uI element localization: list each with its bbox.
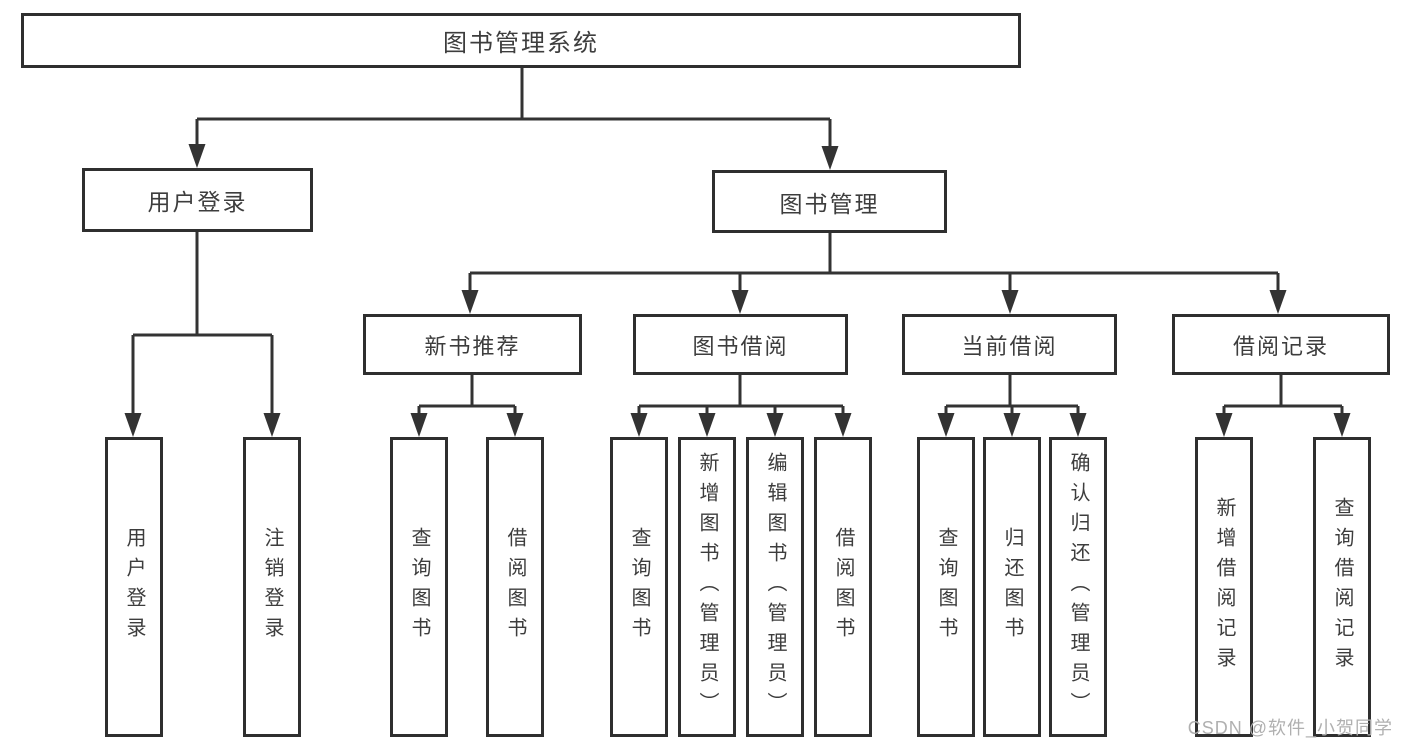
node-leaf-query-books-current: 查询图书 <box>917 437 975 737</box>
connector-current-to-leaves <box>937 375 1087 437</box>
node-borrow-records: 借阅记录 <box>1172 314 1390 375</box>
node-leaf-add-books-admin: 新增图书（管理员） <box>678 437 736 737</box>
connector-root-to-level2 <box>188 68 839 170</box>
node-label: 归还图书 <box>1001 527 1023 647</box>
node-new-book-recommend: 新书推荐 <box>363 314 582 375</box>
connector-userlogin-to-leaves <box>124 232 281 437</box>
node-leaf-confirm-return-admin: 确认归还（管理员） <box>1049 437 1107 737</box>
node-label: 用户登录 <box>147 189 248 215</box>
node-label: 查询借阅记录 <box>1331 497 1353 677</box>
node-leaf-query-books-borrowing: 查询图书 <box>610 437 668 737</box>
node-label: 新增借阅记录 <box>1213 497 1235 677</box>
node-label: 借阅图书 <box>504 527 526 647</box>
node-label: 新增图书（管理员） <box>696 452 718 722</box>
node-leaf-query-books-recommend: 查询图书 <box>390 437 448 737</box>
node-library-system: 图书管理系统 <box>21 13 1021 68</box>
node-label: 当前借阅 <box>961 333 1058 359</box>
node-leaf-logout: 注销登录 <box>243 437 301 737</box>
node-label: 注销登录 <box>261 527 283 647</box>
node-book-borrowing: 图书借阅 <box>633 314 848 375</box>
node-label: 查询图书 <box>628 527 650 647</box>
connector-bookmgmt-to-level3 <box>461 233 1287 314</box>
connector-records-to-leaves <box>1215 375 1351 437</box>
node-label: 用户登录 <box>123 527 145 647</box>
csdn-watermark: CSDN @软件_小贺同学 <box>1187 718 1393 738</box>
node-leaf-query-borrow-record: 查询借阅记录 <box>1313 437 1371 737</box>
node-label: 确认归还（管理员） <box>1067 452 1089 722</box>
node-leaf-borrow-books-recommend: 借阅图书 <box>486 437 544 737</box>
connector-borrowing-to-leaves <box>630 375 852 437</box>
node-label: 查询图书 <box>408 527 430 647</box>
node-leaf-edit-books-admin: 编辑图书（管理员） <box>746 437 804 737</box>
node-label: 借阅记录 <box>1232 333 1329 359</box>
node-leaf-add-borrow-record: 新增借阅记录 <box>1195 437 1253 737</box>
node-label: 编辑图书（管理员） <box>764 452 786 722</box>
node-current-borrowing: 当前借阅 <box>902 314 1117 375</box>
node-label: 新书推荐 <box>424 333 521 359</box>
node-label: 查询图书 <box>935 527 957 647</box>
node-label: 图书管理系统 <box>443 30 599 57</box>
node-leaf-user-login: 用户登录 <box>105 437 163 737</box>
node-leaf-return-books: 归还图书 <box>983 437 1041 737</box>
node-leaf-borrow-books-borrowing: 借阅图书 <box>814 437 872 737</box>
connector-newbook-to-leaves <box>410 375 524 437</box>
node-label: 图书借阅 <box>692 333 789 359</box>
node-label: 图书管理 <box>779 190 880 217</box>
node-book-management: 图书管理 <box>712 170 947 233</box>
node-user-login-group: 用户登录 <box>82 168 313 232</box>
node-label: 借阅图书 <box>832 527 854 647</box>
